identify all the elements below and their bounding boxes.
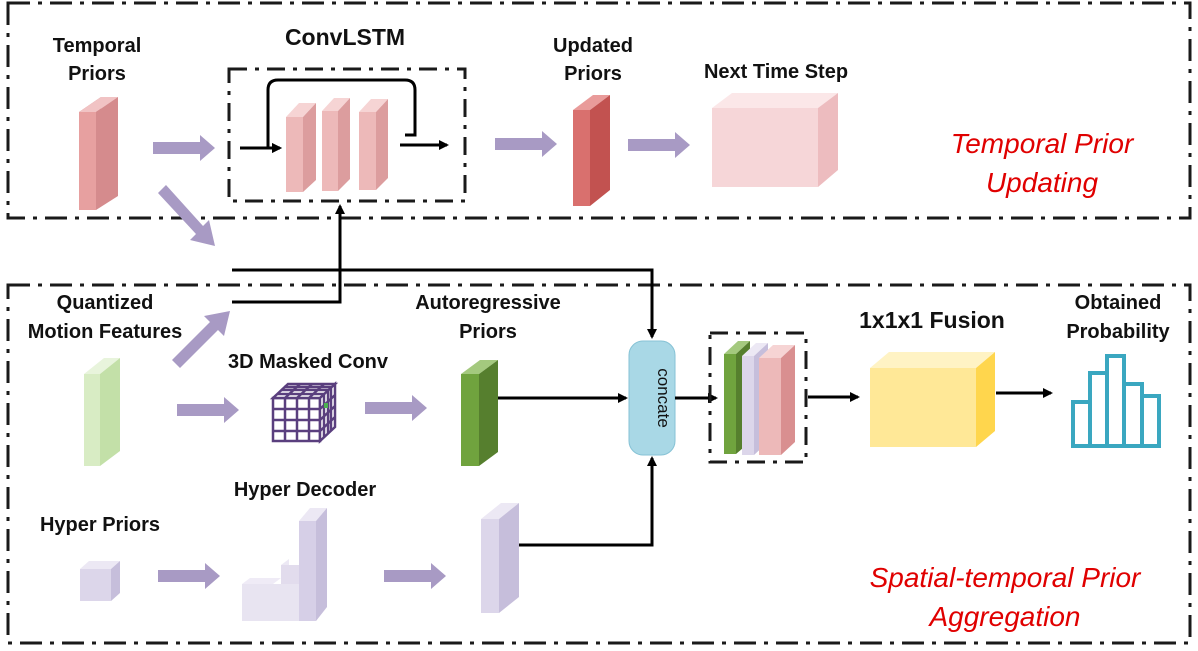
flow-arrow-quantized-to-masked-conv	[177, 397, 239, 423]
concat-stack-frame	[708, 331, 808, 464]
fusion-block	[870, 352, 995, 447]
temporal-priors-label-1: Temporal	[53, 35, 142, 57]
flow-arrow-convlstm-to-updated	[495, 131, 557, 157]
convlstm-frame	[227, 67, 467, 203]
autoregressive-label-1: Autoregressive	[415, 292, 561, 314]
probability-histogram-icon	[1071, 354, 1161, 448]
convlstm-label: ConvLSTM	[285, 24, 405, 50]
masked-conv-highlight	[324, 403, 328, 408]
updated-priors-label-1: Updated	[553, 35, 633, 57]
feed-line-to-concat	[232, 268, 657, 339]
flow-arrow-hyper-to-decoder	[158, 563, 220, 589]
flow-arrow-updated-to-next	[628, 132, 690, 158]
temporal-priors-block	[79, 97, 118, 210]
hyper-priors-label: Hyper Priors	[40, 514, 160, 536]
updated-priors-block	[573, 95, 610, 206]
obtained-label-2: Probability	[1066, 321, 1170, 343]
obtained-label-1: Obtained	[1075, 292, 1162, 314]
hyper-output-to-concat-arrow	[519, 456, 657, 547]
flow-arrow-decoder-to-output	[384, 563, 446, 589]
flow-arrow-quantized-up	[172, 311, 230, 368]
hyper-priors-block	[80, 561, 120, 601]
temporal-prior-updating-title-2: Updating	[986, 167, 1099, 198]
hyper-decoder-label: Hyper Decoder	[234, 479, 376, 501]
fusion-label: 1x1x1 Fusion	[859, 307, 1005, 333]
concatenated-features-stack	[724, 341, 795, 455]
quantized-label-1: Quantized	[57, 292, 154, 314]
autoregressive-label-2: Priors	[459, 321, 517, 343]
feed-line-to-convlstm	[232, 204, 345, 304]
autoregressive-priors-block	[461, 360, 498, 466]
masked-conv-label: 3D Masked Conv	[228, 351, 389, 373]
concat-label: concate	[654, 368, 673, 428]
convlstm-recurrent-loop	[266, 78, 417, 153]
next-time-step-block	[712, 93, 838, 187]
temporal-priors-label-2: Priors	[68, 63, 126, 85]
next-time-step-label: Next Time Step	[704, 61, 848, 83]
spatial-temporal-aggregation-title-1: Spatial-temporal Prior	[870, 562, 1142, 593]
spatial-temporal-aggregation-title-2: Aggregation	[927, 601, 1080, 632]
updated-priors-label-2: Priors	[564, 63, 622, 85]
flow-arrow-masked-conv-to-autoregressive	[365, 395, 427, 421]
temporal-prior-updating-frame	[6, 1, 1192, 220]
hyper-decoder-block	[242, 508, 327, 621]
quantized-motion-features-block	[84, 358, 120, 466]
spatial-temporal-aggregation-frame	[6, 283, 1192, 645]
convlstm-blocks	[286, 98, 388, 192]
flow-arrow-temporal-to-convlstm	[153, 135, 215, 161]
quantized-label-2: Motion Features	[28, 321, 182, 343]
flow-arrow-temporal-down	[158, 185, 215, 246]
hyper-decoder-output-block	[481, 503, 519, 613]
temporal-prior-updating-title-1: Temporal Prior	[951, 128, 1135, 159]
masked-conv-cube-icon	[269, 381, 339, 444]
